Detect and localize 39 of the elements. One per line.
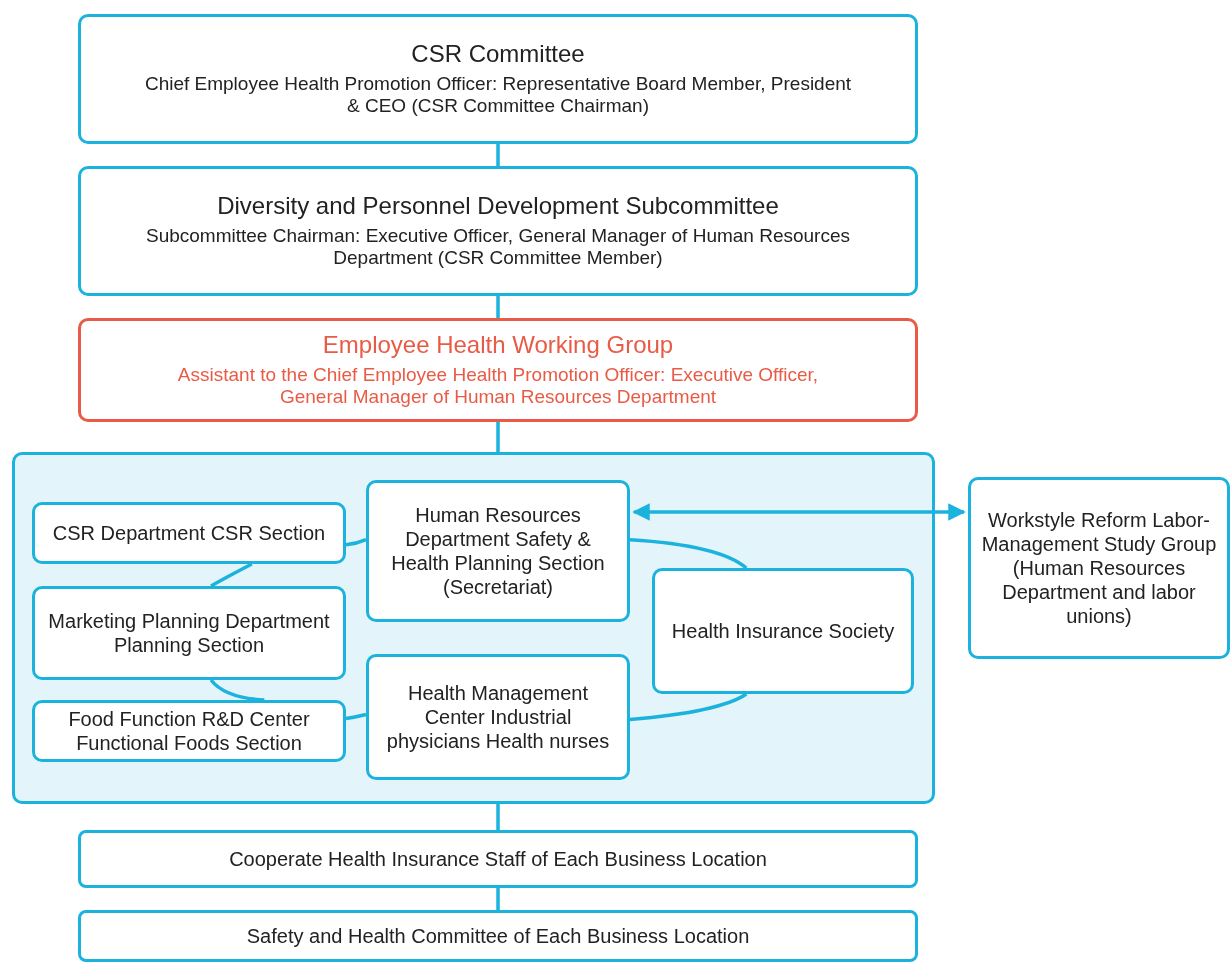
box-text: Marketing Planning Department Planning Section xyxy=(47,609,331,657)
department-box xyxy=(32,700,346,762)
box-text: Health Insurance Society xyxy=(670,619,896,643)
arrow xyxy=(632,503,966,521)
department-box xyxy=(32,502,346,564)
box-text: Safety and Health Committee of Each Business Location xyxy=(245,924,751,948)
connector-line xyxy=(496,296,500,318)
staff-box xyxy=(78,830,918,888)
committee-box xyxy=(78,14,918,144)
connector-line xyxy=(496,144,500,166)
box-text: Food Function R&D Center Functional Foods Section xyxy=(67,707,311,755)
group-panel xyxy=(12,452,935,804)
working-group-box xyxy=(78,318,918,422)
box-text: CSR Department CSR Section xyxy=(51,521,327,545)
department-box xyxy=(366,480,630,622)
connector-line xyxy=(496,888,500,910)
society-box xyxy=(652,568,914,694)
box-text: Chief Employee Health Promotion Officer: Representative Board Member, President & CEO (CSR Committee Chairman) xyxy=(143,72,853,119)
box-text: Health Management Center Industrial physicians Health nurses xyxy=(385,681,611,753)
connector-line xyxy=(210,562,253,588)
connector-line xyxy=(629,537,748,570)
connector-line xyxy=(345,712,367,721)
box-text: Assistant to the Chief Employee Health Promotion Officer: Executive Officer, General Manager of Human Resources Department xyxy=(176,363,820,410)
connector-line xyxy=(629,692,748,722)
connector-line xyxy=(496,804,500,830)
box-heading: CSR Committee xyxy=(411,39,585,69)
center-box xyxy=(366,654,630,780)
study-group-box xyxy=(968,477,1230,659)
subcommittee-box xyxy=(78,166,918,296)
box-text: Human Resources Department Safety & Health Planning Section (Secretariat) xyxy=(390,503,606,599)
committee-box xyxy=(78,910,918,962)
box-text: Workstyle Reform Labor-Management Study Group (Human Resources Department and labor unions) xyxy=(980,508,1218,628)
box-heading: Diversity and Personnel Development Subcommittee xyxy=(217,191,779,221)
box-text: Subcommittee Chairman: Executive Officer, General Manager of Human Resources Department (CSR Committee Member) xyxy=(145,224,851,271)
department-box xyxy=(32,586,346,680)
connector-line xyxy=(496,422,500,452)
box-text: Cooperate Health Insurance Staff of Each Business Location xyxy=(228,847,768,871)
box-heading: Employee Health Working Group xyxy=(322,330,674,360)
connector-line xyxy=(345,538,367,547)
